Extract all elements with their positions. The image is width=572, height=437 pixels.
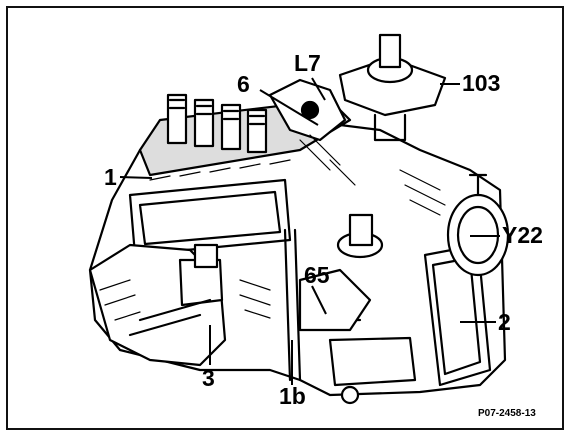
callout-65: 65	[304, 262, 330, 288]
gasket-plate	[128, 178, 292, 257]
leader-65	[311, 285, 327, 315]
callout-2: 2	[498, 309, 511, 335]
pipe	[283, 228, 302, 382]
injector-nozzles	[166, 93, 268, 154]
callout-6: 6	[237, 71, 250, 97]
callout-103: 103	[462, 70, 501, 96]
bracket	[298, 268, 372, 332]
leader-1	[119, 176, 153, 179]
leader-l7	[311, 77, 326, 101]
callout-1: 1	[104, 164, 117, 190]
callout-1b: 1b	[279, 383, 306, 409]
callout-y22: Y22	[502, 222, 543, 248]
figure-reference: P07-2458-13	[478, 408, 536, 419]
callout-l7: L7	[294, 50, 321, 76]
leader-6	[259, 89, 319, 126]
callout-3: 3	[202, 365, 215, 391]
